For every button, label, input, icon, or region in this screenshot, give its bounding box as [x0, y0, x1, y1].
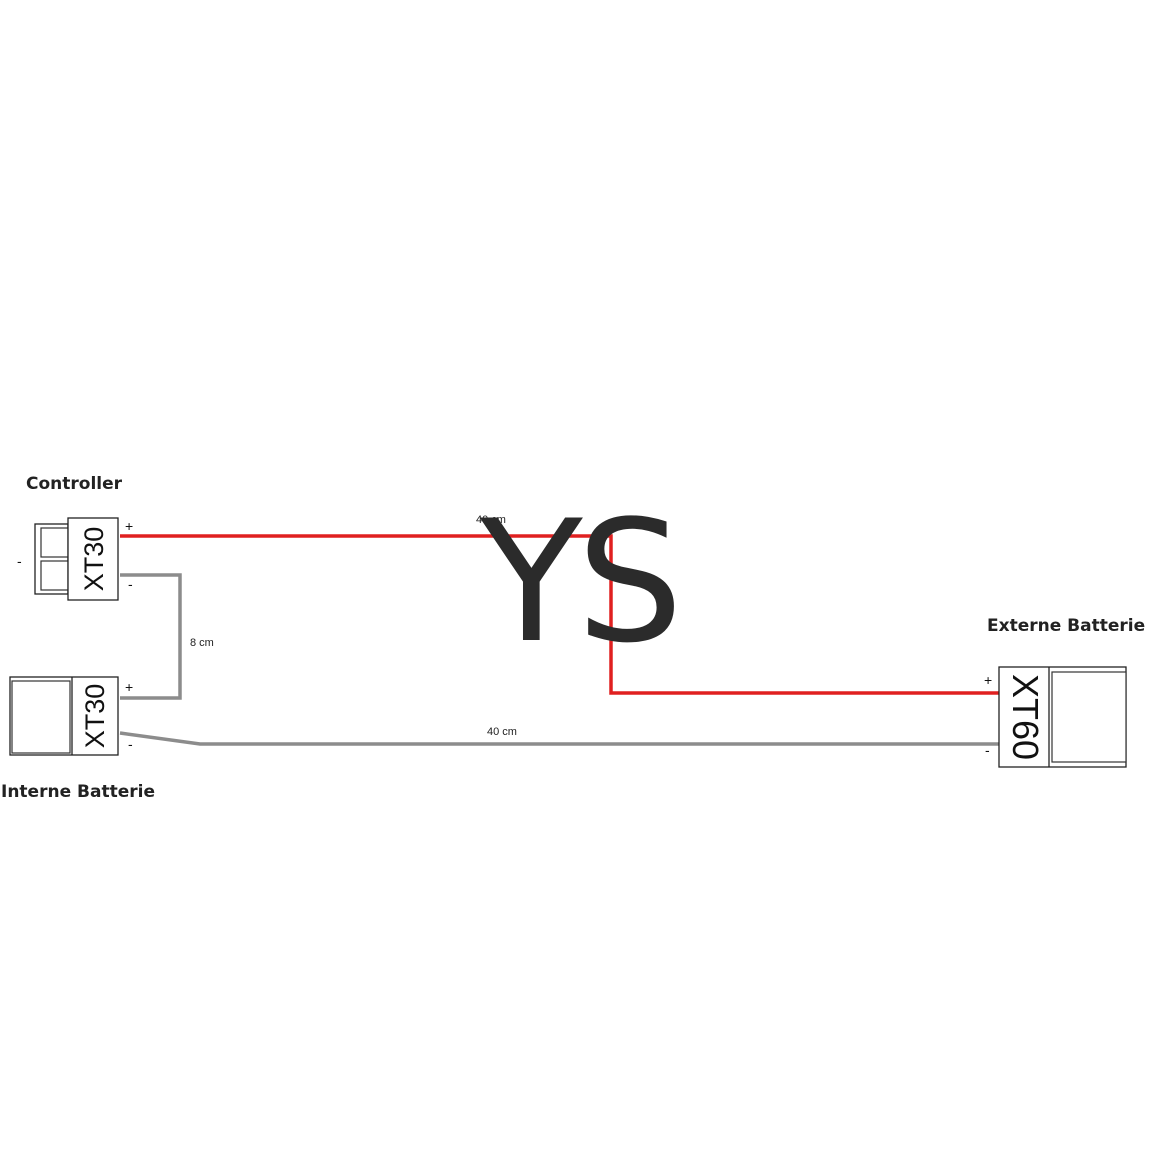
interne-plus-marker: +	[125, 679, 133, 695]
short-wire-length-label: 8 cm	[190, 637, 214, 649]
externe-minus-marker: -	[985, 742, 990, 758]
watermark: YS	[479, 484, 677, 680]
grey-wire-length-label: 40 cm	[487, 726, 517, 738]
controller-connector-label: XT30	[79, 527, 109, 592]
controller-title: Controller	[26, 474, 123, 494]
controller-minus-marker: -	[128, 576, 133, 592]
interne-batterie-title: Interne Batterie	[1, 782, 155, 802]
positive-wire-controller-to-externe	[120, 534, 1000, 695]
short-wire-controller-minus-to-interne-plus	[120, 573, 182, 700]
controller-plus-marker: +	[125, 518, 133, 534]
controller-side-marker: -	[17, 553, 22, 569]
negative-wire-interne-to-externe	[119, 731, 1000, 746]
externe-plus-marker: +	[984, 672, 992, 688]
externe-batterie-title: Externe Batterie	[987, 616, 1145, 636]
interne-connector-label: XT30	[80, 684, 110, 749]
interne-xt30-connector: XT30	[9, 676, 119, 756]
controller-xt30-connector: XT30	[34, 517, 119, 601]
red-wire-length-label: 40 cm	[476, 514, 506, 526]
interne-minus-marker: -	[128, 736, 133, 752]
externe-connector-label: XT60	[1005, 674, 1046, 760]
externe-xt60-connector: XT60	[998, 666, 1127, 768]
